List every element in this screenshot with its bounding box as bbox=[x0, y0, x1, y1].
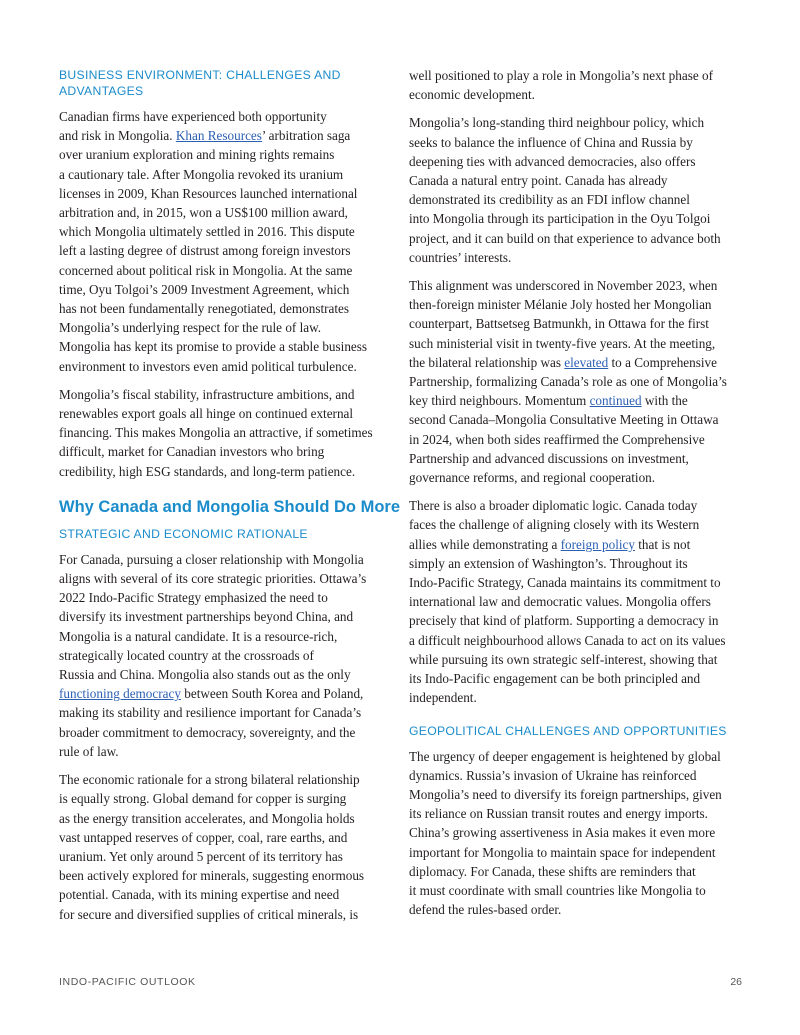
paragraph-text: Mongolia’s fiscal stability, infrastruct… bbox=[59, 386, 373, 479]
footer-publication-title: INDO-PACIFIC OUTLOOK bbox=[59, 976, 196, 988]
paragraph-text: There is also a broader diplomatic logic… bbox=[409, 498, 700, 552]
body-paragraph: There is also a broader diplomatic logic… bbox=[409, 496, 759, 707]
subsection-heading: GEOPOLITICAL CHALLENGES AND OPPORTUNITIE… bbox=[409, 723, 727, 738]
inline-link[interactable]: elevated bbox=[564, 354, 609, 370]
paragraph-text: between South Korea and Poland, making i… bbox=[59, 686, 364, 759]
subsection-heading: BUSINESS ENVIRONMENT: CHALLENGES AND ADV… bbox=[59, 68, 341, 98]
paragraph-text: For Canada, pursuing a closer relationsh… bbox=[59, 551, 367, 683]
right-column: well positioned to play a role in Mongol… bbox=[409, 66, 759, 919]
body-paragraph: The urgency of deeper engagement is heig… bbox=[409, 747, 759, 920]
page-number: 26 bbox=[730, 976, 742, 988]
body-paragraph: The economic rationale for a strong bila… bbox=[59, 770, 401, 924]
paragraph-text: Canadian firms have experienced both opp… bbox=[59, 109, 327, 144]
paragraph-text: that is not simply an extension of Washi… bbox=[409, 536, 726, 706]
inline-link[interactable]: functioning democracy bbox=[59, 686, 181, 702]
body-paragraph: Canadian firms have experienced both opp… bbox=[59, 107, 401, 376]
paragraph-text: Mongolia’s long-standing third neighbour… bbox=[409, 115, 721, 265]
body-paragraph: For Canada, pursuing a closer relationsh… bbox=[59, 550, 401, 761]
paragraph-text: ’ arbitration saga over uranium explorat… bbox=[59, 128, 368, 374]
inline-link[interactable]: continued bbox=[589, 393, 642, 409]
paragraph-text: The urgency of deeper engagement is heig… bbox=[409, 748, 722, 918]
paragraph-text: well positioned to play a role in Mongol… bbox=[409, 68, 713, 103]
subsection-heading: STRATEGIC AND ECONOMIC RATIONALE bbox=[59, 526, 308, 541]
inline-link[interactable]: foreign policy bbox=[560, 536, 635, 552]
paragraph-text: to a Comprehensive Partnership, formaliz… bbox=[409, 354, 727, 409]
paragraph-text: The economic rationale for a strong bila… bbox=[59, 772, 365, 922]
body-paragraph: Mongolia’s fiscal stability, infrastruct… bbox=[59, 385, 401, 481]
section-heading: Why Canada and Mongolia Should Do More bbox=[59, 497, 400, 516]
body-paragraph: Mongolia’s long-standing third neighbour… bbox=[409, 113, 759, 267]
paragraph-text: This alignment was underscored in Novemb… bbox=[409, 278, 718, 370]
paragraph-text: with the second Canada–Mongolia Consulta… bbox=[409, 393, 719, 486]
inline-link[interactable]: Khan Resources bbox=[175, 128, 262, 144]
body-paragraph: well positioned to play a role in Mongol… bbox=[409, 66, 759, 104]
body-paragraph: This alignment was underscored in Novemb… bbox=[409, 276, 759, 487]
left-column: BUSINESS ENVIRONMENT: CHALLENGES AND ADV… bbox=[59, 67, 401, 924]
